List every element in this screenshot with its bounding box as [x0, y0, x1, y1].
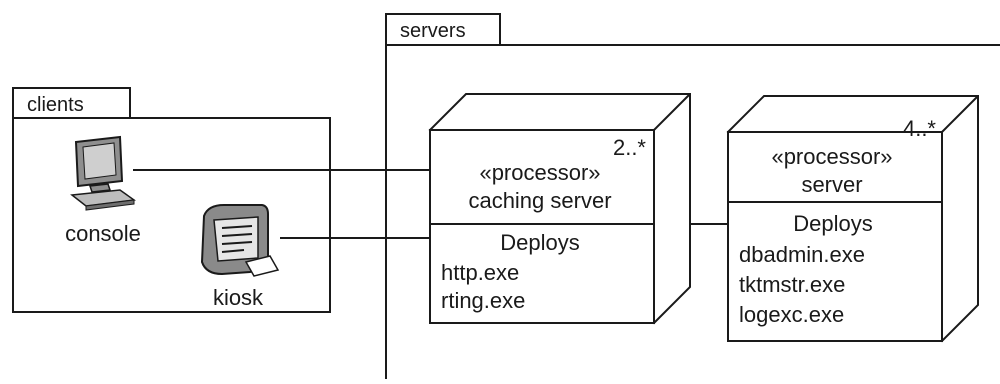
caching-server-node: 2..* «processor» caching server Deploys …	[428, 93, 691, 325]
server-artifact: logexc.exe	[739, 302, 844, 327]
server-artifact: tktmstr.exe	[739, 272, 845, 297]
servers-package: servers	[385, 13, 1000, 379]
console-device: console	[65, 135, 141, 246]
servers-package-label: servers	[400, 20, 466, 42]
caching-server-multiplicity: 2..*	[613, 135, 646, 160]
server-node-front	[727, 131, 943, 342]
kiosk-icon	[200, 204, 280, 277]
servers-package-body	[385, 44, 1000, 379]
server-node: 4..* «processor» server Deploys dbadmin.…	[726, 95, 979, 343]
server-artifact: dbadmin.exe	[739, 242, 865, 267]
kiosk-device: kiosk	[200, 204, 280, 310]
server-section-title: Deploys	[793, 211, 872, 236]
computer-icon	[70, 135, 136, 211]
clients-package-body	[12, 117, 331, 313]
caching-server-node-front	[429, 129, 655, 324]
kiosk-label: kiosk	[213, 285, 264, 310]
caching-server-stereotype: «processor»	[479, 160, 600, 185]
caching-server-section-title: Deploys	[500, 230, 579, 255]
caching-server-name: caching server	[468, 188, 611, 213]
server-multiplicity: 4..*	[903, 116, 936, 141]
caching-server-artifact: http.exe	[441, 260, 519, 285]
clients-package: clients	[12, 87, 331, 313]
clients-package-label: clients	[27, 94, 84, 116]
server-name: server	[801, 172, 862, 197]
console-label: console	[65, 221, 141, 246]
caching-server-artifact: rting.exe	[441, 288, 525, 313]
server-stereotype: «processor»	[771, 144, 892, 169]
